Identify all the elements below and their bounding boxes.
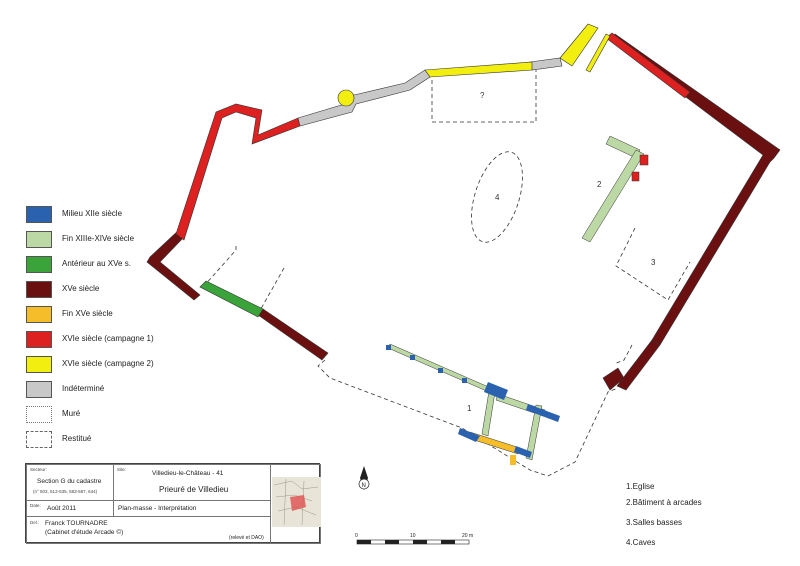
legend-label: Restitué: [62, 434, 92, 443]
legend-swatch: [26, 406, 52, 423]
scale-bar: 0 10 20 m: [355, 533, 473, 545]
date-value: Août 2011: [47, 505, 77, 512]
site-label: Site:: [117, 467, 127, 472]
key-item-2: 2.Bâtiment à arcades: [626, 498, 702, 507]
legend-label: Indéterminé: [62, 384, 105, 393]
cell-site: Site: Villedieu-le-Château - 41 Prieuré …: [113, 464, 271, 501]
legend-label: XVe siècle: [62, 284, 100, 293]
legend-label: Fin XVe siècle: [62, 309, 113, 318]
restituted-outlines: [203, 70, 691, 477]
legend-swatch: [26, 431, 52, 448]
location-map: [270, 464, 321, 544]
legend-swatch: [26, 381, 52, 398]
wall-anterieur: [199, 280, 264, 318]
objet-value: Plan-masse - Interprétation: [118, 505, 197, 512]
legend-item: Fin XVe siècle: [26, 306, 196, 326]
cell-objet: Plan-masse - Interprétation: [113, 500, 271, 517]
legend-item: Milieu XIIe siècle: [26, 206, 196, 226]
wall-indetermine-2: [529, 57, 563, 71]
auteur: Franck TOURNADRE: [45, 520, 108, 527]
cell-dessin: Del.: Franck TOURNADRE (Cabinet d'étude …: [26, 516, 271, 544]
legend-swatch: [26, 231, 52, 248]
legend-swatch: [26, 281, 52, 298]
legend-swatch: [26, 206, 52, 223]
church: [386, 343, 560, 465]
legend-swatch: [26, 331, 52, 348]
wall-indetermine: [297, 69, 431, 127]
secteur-label: Secteur:: [30, 467, 47, 472]
date-label: Date:: [30, 503, 41, 508]
releve: (relevé et DAO): [229, 535, 264, 541]
legend-swatch: [26, 356, 52, 373]
legend-label: Antérieur au XVe s.: [62, 259, 131, 268]
key-item-1: 1.Eglise: [626, 482, 655, 491]
cell-secteur: Secteur: Section G du cadastre (n° 503, …: [26, 464, 114, 501]
scale-tick-10: 10: [410, 533, 416, 539]
plan-title: Prieuré de Villedieu: [159, 485, 229, 494]
svg-text:N: N: [362, 483, 366, 489]
parcelles: (n° 503, 512-535, 583-587, 644): [33, 489, 98, 494]
tower-yellow: [337, 89, 355, 107]
secteur-value: Section G du cadastre: [37, 478, 102, 485]
legend-item: Restitué: [26, 431, 196, 451]
label-unknown: ?: [480, 91, 485, 100]
legend-swatch: [26, 256, 52, 273]
legend-label: Muré: [62, 409, 81, 418]
legend-label: Fin XIIIe-XIVe siècle: [62, 234, 135, 243]
legend-label: Milieu XIIe siècle: [62, 209, 123, 218]
scale-tick-20: 20 m: [462, 533, 473, 539]
wall-xve: [146, 33, 781, 391]
label-salles: 3: [651, 258, 656, 267]
label-batiment: 2: [597, 180, 602, 189]
cabinet: (Cabinet d'étude Arcade ©): [45, 529, 124, 536]
site-value: Villedieu-le-Château - 41: [152, 470, 224, 477]
legend-item: XVIe siècle (campagne 1): [26, 331, 196, 351]
legend-item: Antérieur au XVe s.: [26, 256, 196, 276]
label-eglise: 1: [467, 404, 472, 413]
label-caves: 4: [495, 193, 500, 202]
scale-tick-0: 0: [355, 533, 358, 539]
cell-date: Date: Août 2011: [26, 500, 114, 517]
title-block: Secteur: Section G du cadastre (n° 503, …: [25, 463, 321, 544]
key-item-3: 3.Salles basses: [626, 518, 683, 527]
building-arcades: [581, 135, 649, 243]
legend-item: XVIe siècle (campagne 2): [26, 356, 196, 376]
wall-xvie-c2: [424, 23, 611, 78]
dessin-label: Del.:: [30, 520, 40, 525]
key-item-4: 4.Caves: [626, 538, 656, 547]
legend-swatch: [26, 306, 52, 323]
north-arrow-icon: N: [358, 466, 370, 490]
legend-label: XVIe siècle (campagne 2): [62, 359, 154, 368]
legend-item: Fin XIIIe-XIVe siècle: [26, 231, 196, 251]
legend-item: Indéterminé: [26, 381, 196, 401]
legend-item: XVe siècle: [26, 281, 196, 301]
cadastre-map-icon: [272, 477, 321, 527]
wall-xvie-c1-ne: [605, 32, 691, 99]
legend-item: Muré: [26, 406, 196, 426]
legend-label: XVIe siècle (campagne 1): [62, 334, 154, 343]
